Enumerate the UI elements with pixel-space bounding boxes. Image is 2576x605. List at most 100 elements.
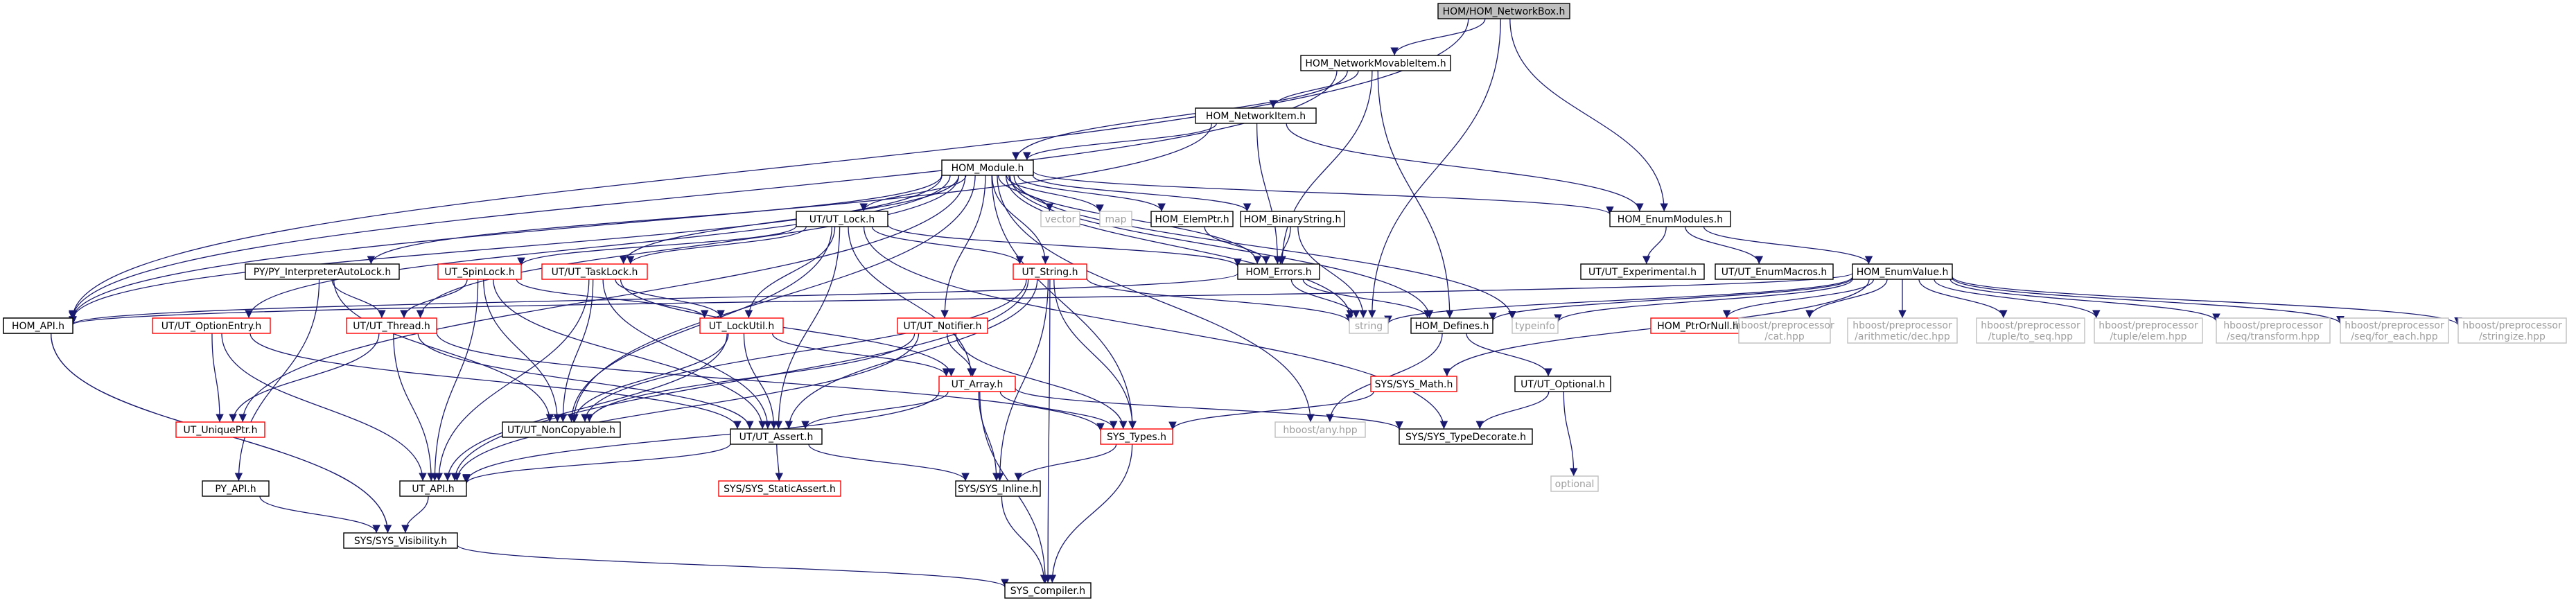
node-hany[interactable]: hboost/any.hpp <box>1274 421 1366 438</box>
edge-module-to-noncopy <box>570 175 976 423</box>
edge-utthread-to-utassert <box>417 333 754 430</box>
node-box <box>1512 317 1559 334</box>
node-hdec[interactable]: hboost/preprocessor/arithmetic/dec.hpp <box>1847 317 1958 344</box>
node-map[interactable]: map <box>1099 211 1132 227</box>
node-utexp[interactable]: UT/UT_Experimental.h <box>1580 263 1705 280</box>
node-notifier[interactable]: UT/UT_Notifier.h <box>897 317 988 334</box>
node-box <box>1738 317 1831 344</box>
node-label: hboost/preprocessor <box>1981 320 2080 331</box>
edge-pyauto-to-pyapi <box>234 279 320 482</box>
node-box <box>2094 317 2203 344</box>
edge-sysmath-to-systypes <box>1168 391 1374 430</box>
node-pyapi[interactable]: PY_API.h <box>202 480 270 497</box>
node-utassert[interactable]: UT/UT_Assert.h <box>730 428 823 445</box>
node-htrans[interactable]: hboost/preprocessor/seq/transform.hpp <box>2216 317 2331 344</box>
node-utapi[interactable]: UT_API.h <box>399 480 467 497</box>
node-label: /seq/for_each.hpp <box>2351 331 2437 342</box>
node-box <box>1609 211 1731 227</box>
node-netitem[interactable]: HOM_NetworkItem.h <box>1195 107 1317 124</box>
edge-networkbox-to-movable <box>1390 18 1486 56</box>
node-box <box>399 480 467 497</box>
node-optional[interactable]: UT/UT_Optional.h <box>1514 376 1611 392</box>
node-compiler[interactable]: SYS_Compiler.h <box>1004 582 1092 599</box>
edge-spinlock-to-utapi <box>430 279 479 482</box>
node-utstring[interactable]: UT_String.h <box>1013 263 1087 280</box>
node-lockutil[interactable]: UT_LockUtil.h <box>699 317 784 334</box>
node-tasklock[interactable]: UT/UT_TaskLock.h <box>541 263 648 280</box>
edge-netitem-to-enummodules <box>1286 123 1644 212</box>
node-visibility[interactable]: SYS/SYS_Visibility.h <box>343 532 458 549</box>
node-box <box>1410 317 1493 334</box>
edge-utstring-to-noncopy <box>581 279 1027 423</box>
edge-spinlock-to-utassert <box>493 279 767 430</box>
node-label: HOM_BinaryString.h <box>1244 214 1342 225</box>
edge-binstr-to-errors <box>1277 226 1291 265</box>
node-label: HOM_ElemPtr.h <box>1155 214 1229 225</box>
node-typeinfo[interactable]: typeinfo <box>1512 317 1559 334</box>
node-label: UT/UT_Lock.h <box>809 214 875 225</box>
edge-module-to-string <box>1005 175 1355 319</box>
node-homapi2[interactable]: HOM_API.h <box>3 317 73 334</box>
node-hstr[interactable]: hboost/preprocessor/stringize.hpp <box>2457 317 2567 344</box>
node-elemptr[interactable]: HOM_ElemPtr.h <box>1150 211 1234 227</box>
node-movable[interactable]: HOM_NetworkMovableItem.h <box>1300 55 1451 71</box>
edge-netitem-to-homapi <box>69 123 1212 320</box>
node-label: SYS/SYS_TypeDecorate.h <box>1405 432 1526 443</box>
node-optentry[interactable]: UT/UT_OptionEntry.h <box>152 317 271 334</box>
node-hforeach[interactable]: hboost/preprocessor/seq/for_each.hpp <box>2340 317 2449 344</box>
edge-notifier-to-systypes <box>955 333 1128 430</box>
node-hcat[interactable]: hboost/preprocessor/cat.hpp <box>1735 317 1834 344</box>
edge-utstring-to-utassert <box>785 279 1038 430</box>
node-inline[interactable]: SYS/SYS_Inline.h <box>955 480 1041 497</box>
node-module[interactable]: HOM_Module.h <box>941 159 1034 176</box>
node-pyauto[interactable]: PY/PY_InterpreterAutoLock.h <box>245 263 400 280</box>
node-noncopy[interactable]: UT/UT_NonCopyable.h <box>502 421 621 438</box>
node-vector[interactable]: vector <box>1040 211 1080 227</box>
node-defines[interactable]: HOM_Defines.h <box>1410 317 1493 334</box>
edge-errors-to-string <box>1290 279 1360 319</box>
edge-visibility-to-compiler <box>457 544 1009 588</box>
edge-utarray-to-utapi <box>462 391 940 482</box>
edge-spinlock-to-noncopy <box>483 279 562 423</box>
edge-movable-to-defines <box>1377 70 1454 319</box>
edge-enumvalue-to-defines <box>1489 277 1853 322</box>
node-string[interactable]: string <box>1349 317 1389 334</box>
node-typedecorate[interactable]: SYS/SYS_TypeDecorate.h <box>1399 428 1533 445</box>
node-ptrornull[interactable]: HOM_PtrOrNull.h <box>1650 317 1746 334</box>
node-errors[interactable]: HOM_Errors.h <box>1237 263 1320 280</box>
node-label: HOM_Errors.h <box>1245 267 1311 278</box>
node-box <box>1195 107 1317 124</box>
node-box <box>1274 421 1366 438</box>
node-utlock[interactable]: UT/UT_Lock.h <box>796 211 888 227</box>
edge-binstr-to-string <box>1297 226 1367 319</box>
edge-spinlock-to-lockutil <box>516 279 709 319</box>
node-box <box>1150 211 1234 227</box>
node-label: SYS/SYS_Visibility.h <box>354 536 447 547</box>
edge-notifier-to-noncopy <box>585 333 915 423</box>
node-label: UT/UT_Assert.h <box>739 432 814 443</box>
node-staticassert[interactable]: SYS/SYS_StaticAssert.h <box>718 480 841 497</box>
node-label: /stringize.hpp <box>2479 331 2546 342</box>
node-label: vector <box>1045 214 1076 225</box>
node-htoseq[interactable]: hboost/preprocessor/tuple/to_seq.hpp <box>1976 317 2085 344</box>
node-uniqueptr[interactable]: UT_UniquePtr.h <box>175 421 265 438</box>
edge-optentry-to-utassert <box>249 333 742 430</box>
node-utarray[interactable]: UT_Array.h <box>938 376 1016 392</box>
node-enummacros[interactable]: UT/UT_EnumMacros.h <box>1715 263 1834 280</box>
node-enumvalue[interactable]: HOM_EnumValue.h <box>1852 263 1953 280</box>
node-systypes[interactable]: SYS_Types.h <box>1100 428 1173 445</box>
node-networkbox[interactable]: HOM/HOM_NetworkBox.h <box>1437 3 1570 19</box>
node-box <box>2340 317 2449 344</box>
node-optionalstd[interactable]: optional <box>1550 475 1599 492</box>
edge-movable-to-homapi <box>69 70 1338 319</box>
edge-module-to-elemptr <box>1017 175 1166 212</box>
node-utthread[interactable]: UT/UT_Thread.h <box>346 317 437 334</box>
graph-nodes: HOM/HOM_NetworkBox.hHOM_NetworkMovableIt… <box>3 3 2567 599</box>
node-spinlock[interactable]: UT_SpinLock.h <box>437 263 522 280</box>
node-label: hboost/preprocessor <box>2462 320 2562 331</box>
node-binstr[interactable]: HOM_BinaryString.h <box>1240 211 1345 227</box>
node-sysmath[interactable]: SYS/SYS_Math.h <box>1370 376 1457 392</box>
edge-module-to-utthread <box>416 175 960 319</box>
node-helem[interactable]: hboost/preprocessor/tuple/elem.hpp <box>2094 317 2203 344</box>
node-enummodules[interactable]: HOM_EnumModules.h <box>1609 211 1731 227</box>
